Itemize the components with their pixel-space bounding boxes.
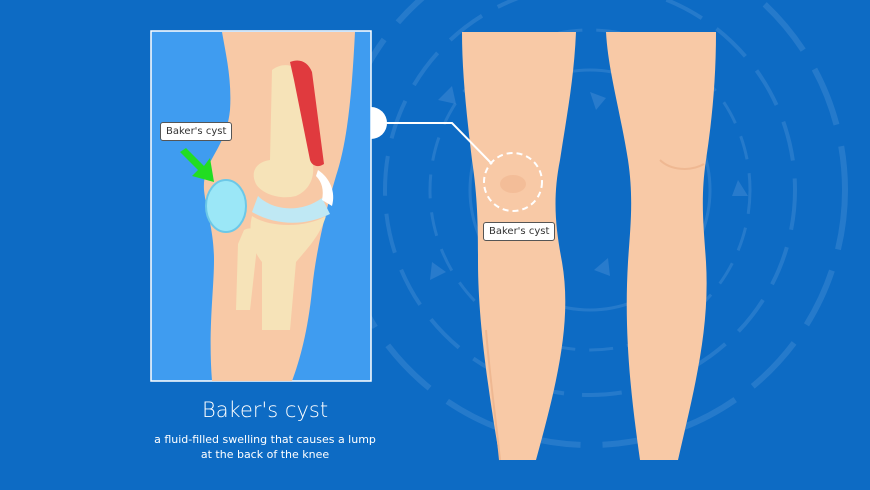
leg-cyst-label: Baker's cyst bbox=[483, 222, 555, 241]
diagram-title: Baker's cyst bbox=[150, 398, 380, 422]
leg-right bbox=[606, 32, 716, 460]
background-decoration bbox=[335, 0, 845, 445]
subtitle-line-1: a fluid-filled swelling that causes a lu… bbox=[125, 432, 405, 447]
inset-panel bbox=[151, 31, 371, 381]
subtitle-line-2: at the back of the knee bbox=[125, 447, 405, 462]
inset-cyst-label: Baker's cyst bbox=[160, 122, 232, 141]
diagram-subtitle: a fluid-filled swelling that causes a lu… bbox=[125, 432, 405, 462]
leg-left bbox=[462, 32, 576, 460]
